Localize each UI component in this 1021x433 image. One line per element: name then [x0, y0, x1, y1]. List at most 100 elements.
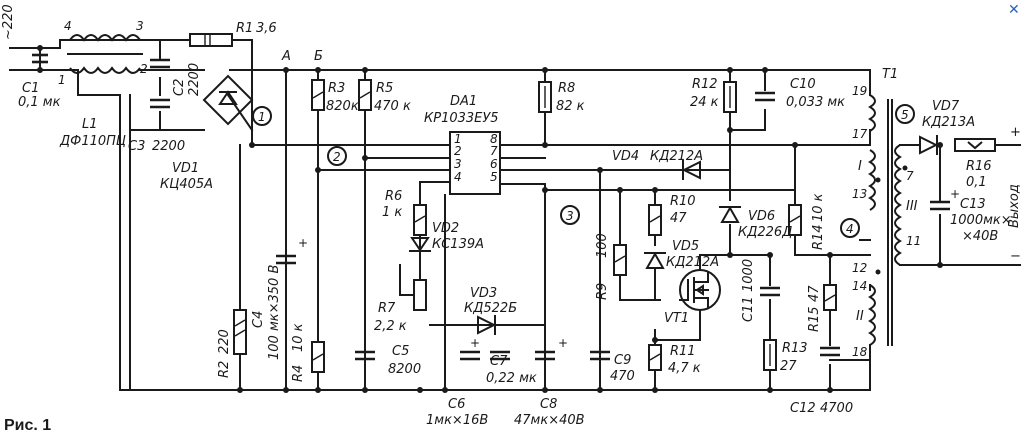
r6-value: 1 к: [382, 205, 402, 220]
vd1-value: КЦ405А: [160, 177, 213, 192]
l1-pin-3: 3: [136, 19, 144, 33]
t1-pin-19: 19: [852, 84, 867, 98]
svg-text:+: +: [950, 187, 960, 201]
marker-1: 1: [258, 110, 266, 124]
c8-value: 47мк×40В: [514, 413, 585, 428]
r16-ref: R16: [966, 159, 992, 174]
capacitor-c10: [755, 91, 775, 102]
r7-value: 2,2 к: [374, 319, 407, 334]
c9-value: 470: [610, 369, 635, 384]
mosfet-vt1: [679, 269, 721, 311]
c4-ref: C4: [251, 311, 266, 328]
r4-ref: R4: [291, 365, 306, 382]
resistor-r10: [648, 204, 662, 236]
c10-value: 0,033 мк: [786, 95, 845, 110]
da1-pin-8: 8: [490, 132, 498, 146]
vd4-value: КД212А: [650, 149, 703, 164]
resistor-r11: [648, 344, 662, 371]
r10-value: 47: [670, 211, 687, 226]
t1-pin-17: 17: [852, 127, 868, 141]
c6-ref: C6: [448, 397, 465, 412]
resistor-r16: [954, 138, 996, 152]
marker-5: 5: [901, 108, 909, 122]
ic-da1: [449, 131, 501, 195]
junction-dots: [37, 45, 943, 393]
figure-caption: Рис. 1: [4, 417, 51, 433]
da1-pin-4: 4: [454, 170, 462, 184]
r4-value: 10 к: [291, 323, 306, 352]
vd2-ref: VD2: [432, 221, 459, 236]
r8-ref: R8: [558, 81, 575, 96]
r2-value: 220: [217, 329, 232, 354]
resistor-r4: [311, 341, 325, 373]
resistor-r5: [358, 79, 372, 111]
node-b-label: Б: [314, 49, 323, 64]
c9-ref: C9: [614, 353, 631, 368]
capacitor-c1: [32, 53, 48, 64]
r9-ref: R9: [595, 283, 610, 300]
da1-value: КР1033ЕУ5: [424, 111, 499, 126]
capacitor-c2: [150, 58, 170, 69]
l1-value: ДФ110ПЦ: [59, 134, 126, 149]
diode-vd5: [644, 251, 666, 269]
c5-ref: C5: [392, 344, 409, 359]
r5-ref: R5: [376, 81, 393, 96]
r14-value: 10 к: [811, 193, 826, 222]
capacitor-c7: [490, 350, 510, 361]
r12-value: 24 к: [690, 95, 719, 110]
t1-pin-18: 18: [852, 345, 868, 359]
vd3-ref: VD3: [470, 286, 497, 301]
c13-ref: C13: [960, 197, 986, 212]
choke-l1: [67, 34, 143, 74]
t1-pin-12: 12: [852, 261, 867, 275]
c2-value: 2200: [187, 63, 202, 96]
r14-ref: R14: [811, 224, 826, 250]
vd5-ref: VD5: [672, 239, 699, 254]
t1-pin-14: 14: [852, 279, 867, 293]
vd7-value: КД213А: [922, 115, 975, 130]
r3-ref: R3: [328, 81, 345, 96]
svg-text:+: +: [298, 236, 308, 250]
r10-ref: R10: [670, 194, 696, 209]
c1-value: 0,1 мк: [18, 95, 61, 110]
l1-pin-1: 1: [58, 73, 66, 87]
vd7-ref: VD7: [932, 99, 960, 114]
output-plus: +: [1010, 125, 1021, 140]
resistor-r6: [413, 204, 427, 236]
svg-text:+: +: [558, 336, 568, 350]
da1-pin-1: 1: [454, 132, 462, 146]
resistor-r12: [723, 81, 737, 113]
vd6-ref: VD6: [748, 209, 775, 224]
wiring: [9, 39, 1021, 391]
resistor-r13: [763, 339, 777, 371]
r7-ref: R7: [378, 301, 396, 316]
capacitor-c12: [820, 346, 840, 357]
svg-text:+: +: [470, 336, 480, 350]
r15-value: 47: [807, 285, 822, 302]
c3-ref: C3: [128, 139, 145, 154]
c6-value: 1мк×16В: [426, 413, 488, 428]
r11-ref: R11: [670, 344, 696, 359]
l1-pin-2: 2: [140, 62, 148, 76]
vd1-ref: VD1: [172, 161, 199, 176]
r8-value: 82 к: [556, 99, 585, 114]
r13-value: 27: [780, 359, 797, 374]
r6-ref: R6: [385, 189, 402, 204]
resistor-r3: [311, 79, 325, 111]
da1-ref: DA1: [450, 94, 477, 109]
vd3-value: КД522Б: [464, 301, 517, 316]
vd5-value: КД212А: [666, 255, 719, 270]
c10-ref: C10: [790, 77, 816, 92]
resistor-r15: [823, 284, 837, 311]
c13-value-2: ×40В: [962, 229, 998, 244]
r11-value: 4,7 к: [668, 361, 701, 376]
t1-winding-ii: II: [856, 309, 864, 324]
close-icon[interactable]: ✕: [1008, 2, 1020, 18]
capacitor-c5: [355, 350, 375, 361]
c11-value: 1000: [741, 259, 756, 292]
capacitor-c6: +: [460, 336, 480, 361]
input-voltage-label: ~220 В: [1, 0, 16, 40]
transformer-t1: [868, 94, 908, 346]
